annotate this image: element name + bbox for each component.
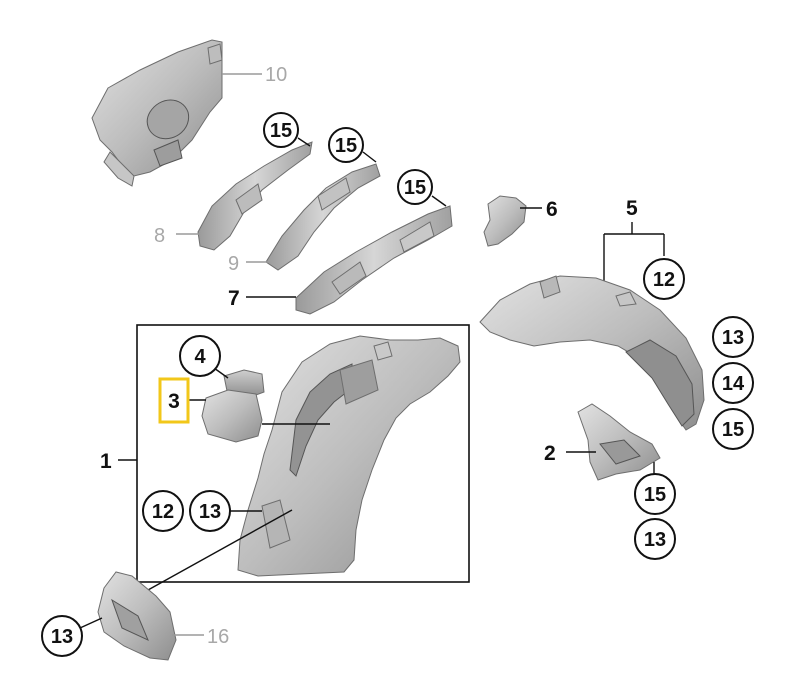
leader-15-b <box>362 151 377 163</box>
circle-15-a <box>263 112 299 148</box>
circle-15-lower <box>634 473 676 515</box>
part-2-bracket <box>577 403 661 481</box>
callout-1: 1 <box>100 450 112 473</box>
part-8-bracket <box>197 141 313 251</box>
callout-16: 16 <box>207 626 229 648</box>
part-16-panel <box>97 571 177 661</box>
circle-15-c <box>397 169 433 205</box>
callout-3: 3 <box>168 390 180 413</box>
circle-13-lower <box>634 518 676 560</box>
callout-9: 9 <box>228 253 239 275</box>
circle-13-lower-label: 13 <box>644 529 666 551</box>
circle-13-right-label: 13 <box>722 327 744 349</box>
leader-15-c <box>431 195 447 207</box>
highlight-box-3 <box>158 377 190 424</box>
part-9-strip <box>265 163 381 271</box>
callout-6: 6 <box>546 198 558 221</box>
leader-13-bottom <box>79 617 103 629</box>
circle-15-b-label: 15 <box>335 135 357 157</box>
callout-8: 8 <box>154 225 165 247</box>
circle-12-left-label: 12 <box>152 501 174 523</box>
circle-15-c-label: 15 <box>404 177 426 199</box>
circle-4 <box>179 335 221 377</box>
circle-15-a-label: 15 <box>270 120 292 142</box>
callout-5: 5 <box>626 197 638 220</box>
leader-16-diag <box>147 509 293 591</box>
circle-12-right <box>643 258 685 300</box>
part-10-shield <box>91 39 223 187</box>
part-7-strip <box>295 205 453 315</box>
circle-13-bottom-label: 13 <box>51 626 73 648</box>
part-1-wheel-arch-liner <box>237 335 461 577</box>
part-1-group-box <box>136 324 470 583</box>
callout-2: 2 <box>544 442 556 465</box>
circle-13-right <box>712 316 754 358</box>
callout-7: 7 <box>228 287 240 310</box>
circle-14-right <box>712 362 754 404</box>
circle-12-left <box>142 490 184 532</box>
circle-14-right-label: 14 <box>722 373 745 395</box>
circle-13-left-label: 13 <box>199 501 221 523</box>
leader-4 <box>213 367 229 379</box>
circle-15-b <box>328 127 364 163</box>
circle-15-right <box>712 408 754 450</box>
circle-15-lower-label: 15 <box>644 484 666 506</box>
circle-12-right-label: 12 <box>653 269 675 291</box>
leader-15-a <box>297 137 311 147</box>
circle-15-right-label: 15 <box>722 419 744 441</box>
leader-5 <box>603 222 665 282</box>
part-3-cover <box>201 389 263 443</box>
part-6-bracket <box>483 195 527 247</box>
circle-4-label: 4 <box>194 346 206 368</box>
callout-10: 10 <box>265 64 287 86</box>
circle-13-bottom <box>41 615 83 657</box>
part-5-wheel-arch <box>479 275 705 431</box>
